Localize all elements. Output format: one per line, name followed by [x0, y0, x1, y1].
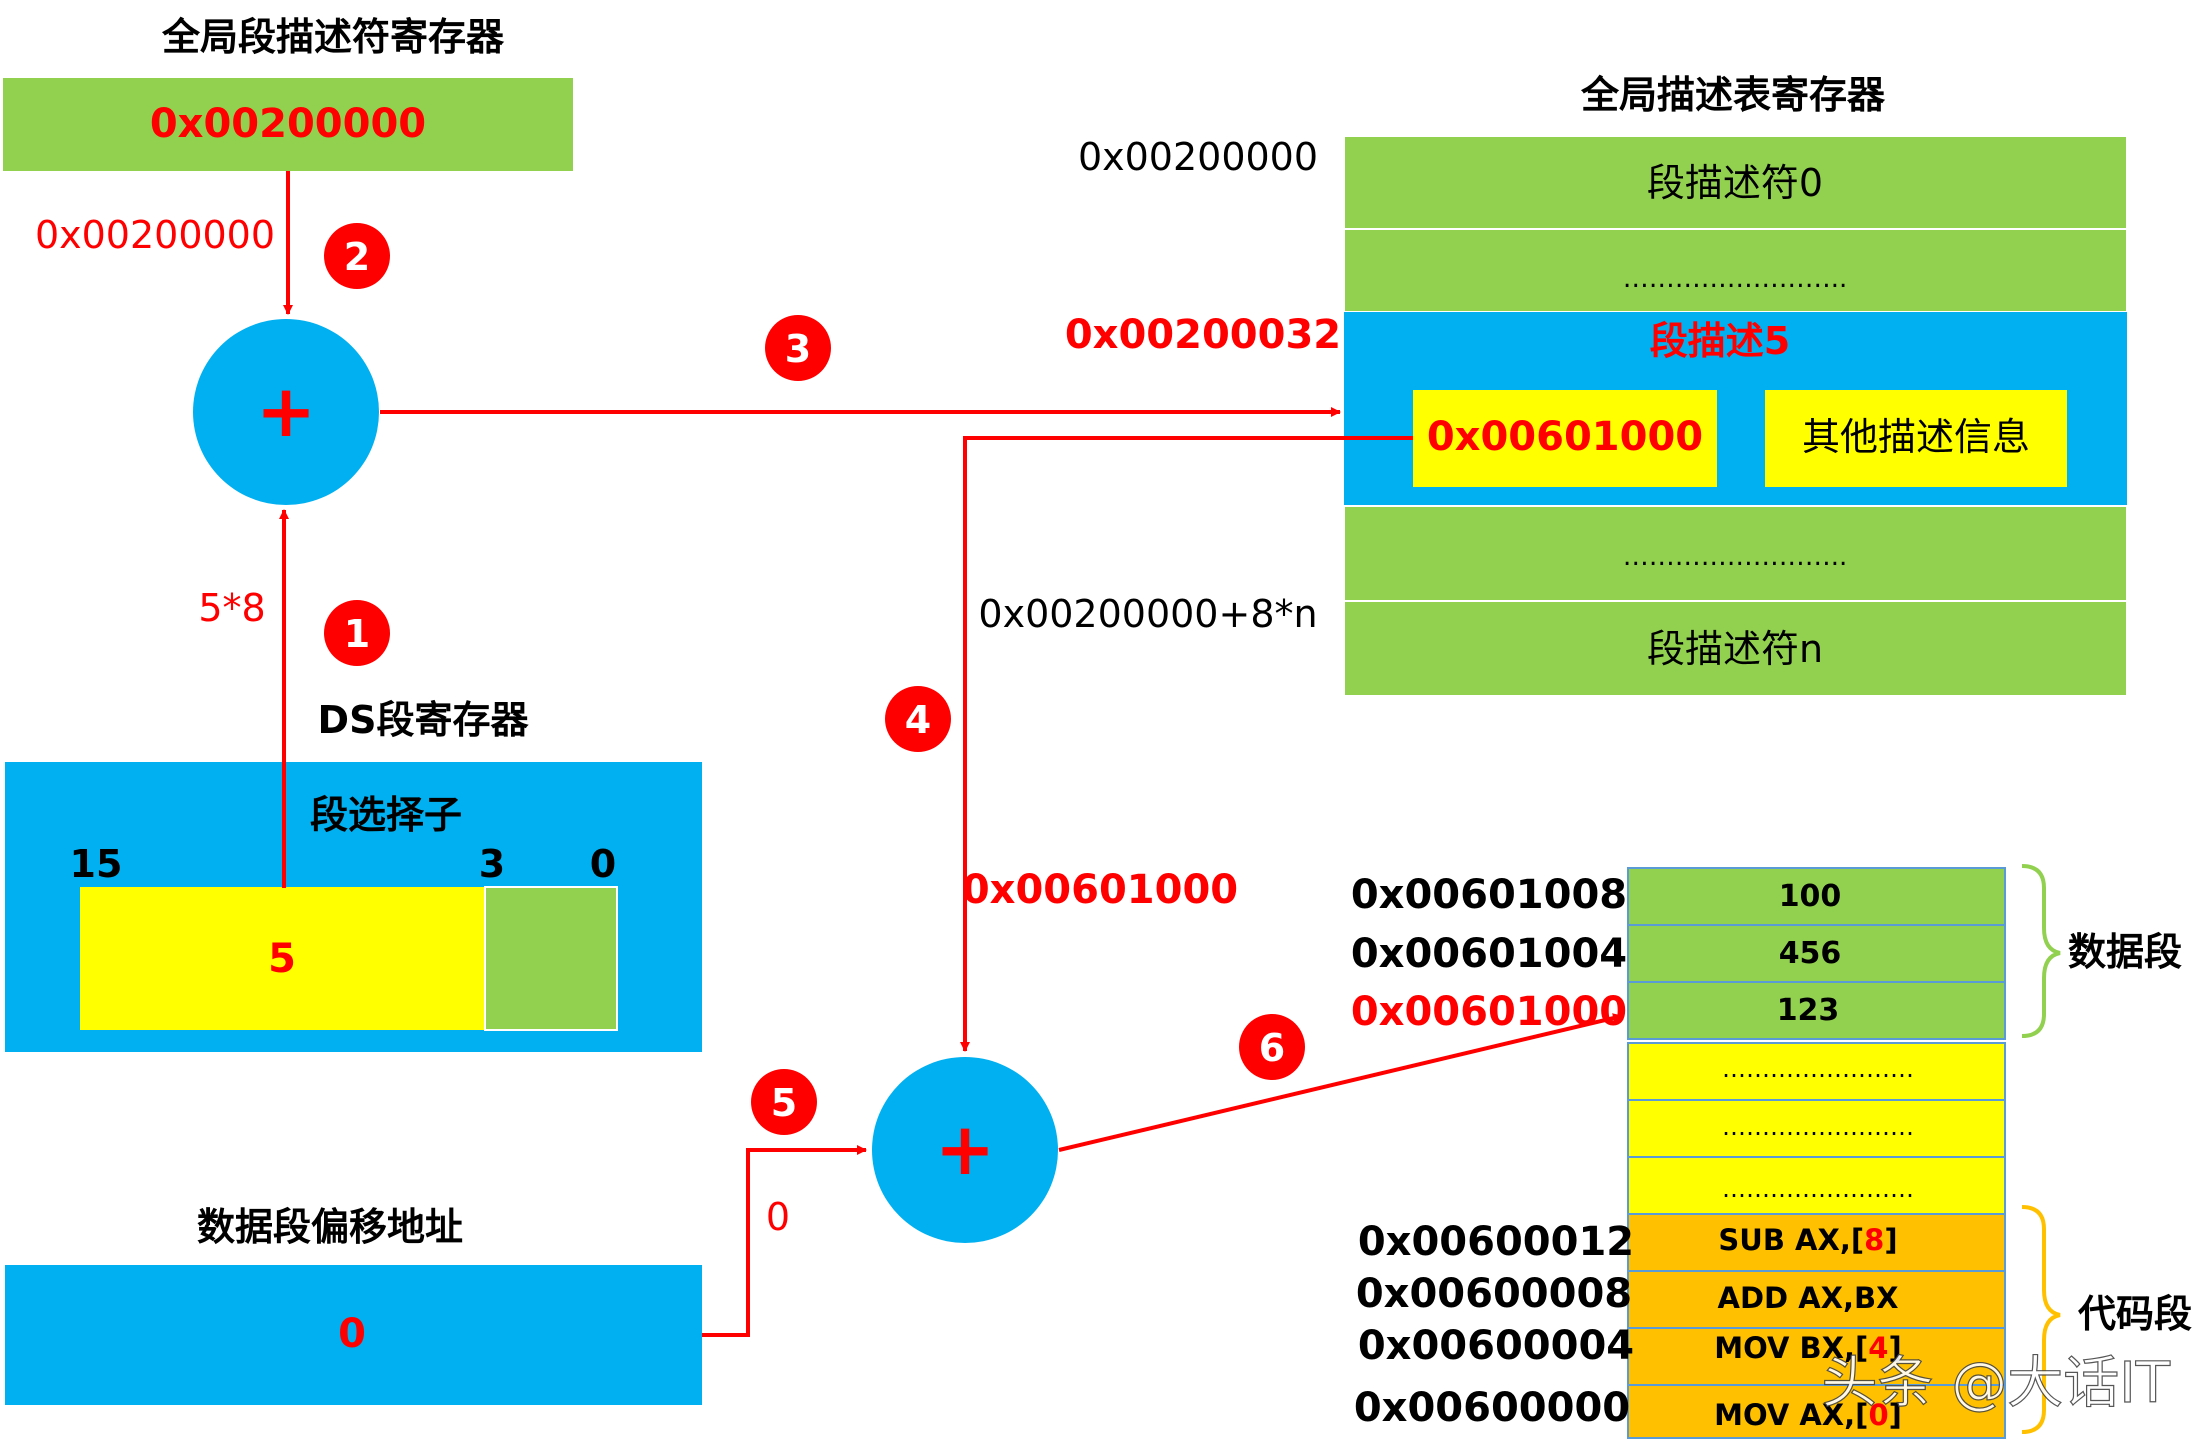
- ds-bit-high: 15: [70, 842, 123, 886]
- ds-index-value: 5: [268, 936, 296, 982]
- code-cell-mov-ax: [1627, 1384, 2006, 1439]
- ds-bit-low: 0: [590, 842, 616, 886]
- gap-cell-3: [1627, 1156, 2006, 1215]
- arrow-base-to-adder: [960, 436, 1413, 1052]
- code-cell-sub: [1627, 1213, 2006, 1272]
- svg-text:2: 2: [344, 235, 370, 279]
- gdt-gap-lower-dots: ……………………..: [1623, 542, 1848, 572]
- ds-title: DS段寄存器: [318, 698, 530, 742]
- gdt-gap-lower: [1343, 505, 2128, 602]
- code-segment-label: 代码段: [2078, 1292, 2192, 1336]
- step-badge-1: 1: [324, 600, 390, 666]
- offset-title: 数据段偏移地址: [197, 1205, 463, 1249]
- gdt-entry-5-base-cell: [1413, 390, 1717, 487]
- ds-selector-label: 段选择子: [310, 793, 462, 837]
- gap-cell-3-dots: ……………………: [1722, 1175, 1914, 1203]
- arrow-adder-to-data: [1058, 1013, 1623, 1152]
- step-badge-5: 5: [751, 1069, 817, 1135]
- gdt-formula: 0x00200000+8*n: [978, 592, 1317, 636]
- offset-register: [5, 1265, 702, 1405]
- data-cell-456-value: 456: [1779, 936, 1842, 971]
- code-addr-0x00600008: 0x00600008: [1356, 1271, 1632, 1317]
- base-to-adder-label: 0x00601000: [962, 867, 1238, 913]
- data-addr-0x00601000: 0x00601000: [1351, 989, 1627, 1035]
- svg-text:3: 3: [785, 327, 811, 371]
- data-cell-100-value: 100: [1779, 879, 1842, 914]
- watermark: 头条 @大话IT: [1821, 1351, 2170, 1416]
- step-badge-3: 3: [765, 315, 831, 381]
- gdt-entry-5-other-cell: [1765, 390, 2067, 487]
- code-cell-add-instr: ADD AX,BX: [1718, 1281, 1899, 1315]
- gdt-entry-5-address: 0x00200032: [1065, 312, 1341, 358]
- ds-ti-rpl-field: [484, 886, 618, 1031]
- data-addr-0x00601008: 0x00601008: [1351, 872, 1627, 918]
- arrow-offset-to-adder: [702, 1145, 867, 1337]
- ds-scaled-label: 5*8: [198, 586, 265, 630]
- gap-cell-1-dots: ……………………: [1722, 1055, 1914, 1083]
- gap-cell-2: [1627, 1099, 2006, 1158]
- gdtr-value: 0x00200000: [150, 101, 426, 147]
- adder-top-symbol: +: [256, 369, 316, 453]
- gdtr-arrow-label: 0x00200000: [35, 213, 275, 257]
- code-segment-brace: [2021, 1205, 2061, 1434]
- gdt-entry-0-label: 段描述符0: [1647, 161, 1823, 205]
- offset-arrow-label: 0: [766, 1195, 790, 1239]
- adder-top: [193, 319, 379, 505]
- svg-text:4: 4: [905, 698, 931, 742]
- gdtr-register: [3, 78, 573, 171]
- gdt-base-address: 0x00200000: [1078, 135, 1318, 179]
- code-cell-mov-bx: [1627, 1327, 2006, 1386]
- gdt-entry-5-base: 0x00601000: [1427, 414, 1703, 460]
- code-addr-0x00600012: 0x00600012: [1358, 1219, 1634, 1265]
- data-segment-label: 数据段: [2068, 930, 2182, 974]
- data-addr-0x00601004: 0x00601004: [1351, 931, 1627, 977]
- code-cell-mov-bx-instr: MOV BX,[4]: [1714, 1331, 1901, 1365]
- offset-value: 0: [338, 1311, 366, 1357]
- svg-text:6: 6: [1259, 1026, 1285, 1070]
- gdt-entry-n: [1343, 600, 2128, 697]
- data-segment-brace: [2021, 864, 2061, 1038]
- gdt-gap-upper: [1343, 228, 2128, 313]
- data-cell-123-value: 123: [1777, 993, 1840, 1028]
- gap-cell-2-dots: ……………………: [1722, 1113, 1914, 1141]
- gdtr-title: 全局段描述符寄存器: [161, 15, 505, 59]
- adder-bottom: [872, 1057, 1058, 1243]
- gdt-entry-0: [1343, 135, 2128, 230]
- gdt-gap-upper-dots: ……………………..: [1623, 264, 1848, 294]
- adder-bottom-symbol: +: [935, 1107, 995, 1191]
- gdt-entry-5-other: 其他描述信息: [1802, 415, 2030, 459]
- code-cell-mov-ax-instr: MOV AX,[0]: [1714, 1398, 1902, 1432]
- step-badge-2: 2: [324, 223, 390, 289]
- data-cell-123: [1627, 981, 2006, 1040]
- ds-index-field: [80, 887, 485, 1030]
- step-badge-6: 6: [1239, 1014, 1305, 1080]
- gdt-entry-5-label: 段描述5: [1650, 319, 1790, 363]
- svg-text:1: 1: [344, 612, 370, 656]
- gdt-entry-n-label: 段描述符n: [1647, 627, 1823, 671]
- gap-cell-1: [1627, 1042, 2006, 1101]
- code-addr-0x00600000: 0x00600000: [1354, 1385, 1630, 1431]
- code-addr-0x00600004: 0x00600004: [1358, 1323, 1634, 1369]
- ds-bit-mid: 3: [479, 842, 505, 886]
- svg-text:5: 5: [771, 1081, 797, 1125]
- code-cell-add: [1627, 1270, 2006, 1329]
- gdt-title: 全局描述表寄存器: [1580, 73, 1886, 117]
- step-badge-4: 4: [885, 686, 951, 752]
- code-cell-sub-instr: SUB AX,[8]: [1718, 1223, 1897, 1257]
